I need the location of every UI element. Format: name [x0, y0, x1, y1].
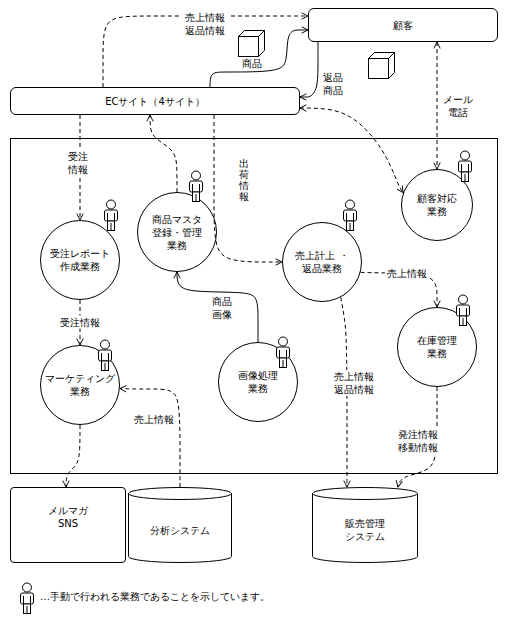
flow-label: 受注情報: [58, 316, 102, 329]
database-cylinder: 分析システム: [128, 487, 232, 563]
legend-row: …手動で行われる業務であることを示しています。: [40, 590, 270, 604]
text-holder: メルマガ SNS: [11, 488, 125, 562]
goods-flow-arrow: [177, 272, 258, 342]
node-label: 顧客対応 業務: [409, 192, 465, 218]
circle-outline: [397, 307, 477, 387]
goods-flow-arrow: [300, 42, 318, 97]
text-holder: 画像処理 業務: [218, 342, 298, 422]
channel-box: メルマガ SNS: [10, 487, 126, 563]
node-label: マーケティング 業務: [43, 372, 117, 398]
node-label: 商品マスタ 登録・管理 業務: [149, 213, 205, 252]
circle-outline: [40, 220, 120, 300]
process-circle: 顧客対応 業務: [401, 169, 473, 241]
circle-outline: [401, 169, 473, 241]
node-label: 画像処理 業務: [230, 369, 286, 395]
data-flow-arrow: [437, 42, 438, 169]
package-cube: [369, 53, 395, 79]
node-label: 在庫管理 業務: [409, 334, 465, 360]
flow-label: 売上情報 返品情報: [332, 370, 376, 396]
person-icon: [459, 151, 472, 182]
node-label: ECサイト（4サイト）: [105, 95, 205, 108]
text-holder: 分析システム: [128, 487, 232, 563]
text-holder: 受注レポート 作成業務: [40, 220, 120, 300]
flow-label: 受注 情報: [66, 150, 90, 176]
circle-outline: [218, 342, 298, 422]
data-flow-arrow: [214, 115, 282, 262]
circle-outline: [40, 345, 120, 425]
system-box: ECサイト（4サイト）: [10, 87, 300, 115]
text-holder: ECサイト（4サイト）: [11, 88, 299, 114]
circle-outline: [282, 222, 362, 302]
data-flow-arrow: [120, 388, 180, 487]
process-circle: マーケティング 業務: [40, 345, 120, 425]
person-icon: [344, 200, 357, 231]
text-holder: 商品マスタ 登録・管理 業務: [137, 192, 217, 272]
flow-label: 出荷 情報: [239, 158, 250, 202]
flow-label: 商品 画像: [210, 295, 234, 321]
person-icon: [21, 583, 34, 614]
node-label: 販売管理 システム: [335, 517, 395, 543]
node-label: 顧客: [393, 19, 413, 32]
flow-label: 売上情報: [132, 413, 176, 426]
database-cylinder: 販売管理 システム: [312, 487, 418, 563]
data-flow-arrow: [300, 108, 403, 193]
process-circle: 売上計上 ・返品業務: [282, 222, 362, 302]
text-holder: 顧客対応 業務: [401, 169, 473, 241]
node-label: 分析システム: [150, 524, 210, 537]
process-circle: 在庫管理 業務: [397, 307, 477, 387]
process-circle: 画像処理 業務: [218, 342, 298, 422]
node-label: 売上計上 ・返品業務: [294, 249, 350, 275]
flow-label: メール 電話: [441, 93, 475, 119]
system-boundary: [11, 139, 498, 474]
flow-label: 発注情報 移動情報: [396, 428, 440, 454]
text-holder: マーケティング 業務: [40, 345, 120, 425]
flow-label: 売上情報 返品情報: [182, 11, 228, 37]
node-label: メルマガ SNS: [43, 504, 93, 530]
text-holder: 在庫管理 業務: [397, 307, 477, 387]
text-holder: 顧客: [309, 9, 497, 41]
legend-text: …手動で行われる業務であることを示しています。: [40, 590, 270, 604]
data-flow-arrow: [150, 115, 177, 192]
text-holder: 販売管理 システム: [312, 487, 418, 563]
goods-flow-arrow: [210, 30, 308, 87]
node-label: 受注レポート 作成業務: [48, 247, 112, 273]
process-circle: 受注レポート 作成業務: [40, 220, 120, 300]
person-icon: [105, 200, 118, 231]
data-flow-arrow: [66, 425, 80, 487]
text-holder: 売上計上 ・返品業務: [282, 222, 362, 302]
flow-label: 売上情報: [385, 267, 429, 280]
flow-label: 商品: [237, 57, 267, 70]
actor-box: 顧客: [308, 8, 498, 42]
process-circle: 商品マスタ 登録・管理 業務: [137, 192, 217, 272]
package-cube: [239, 31, 265, 57]
flow-label: 返品 商品: [321, 71, 345, 97]
